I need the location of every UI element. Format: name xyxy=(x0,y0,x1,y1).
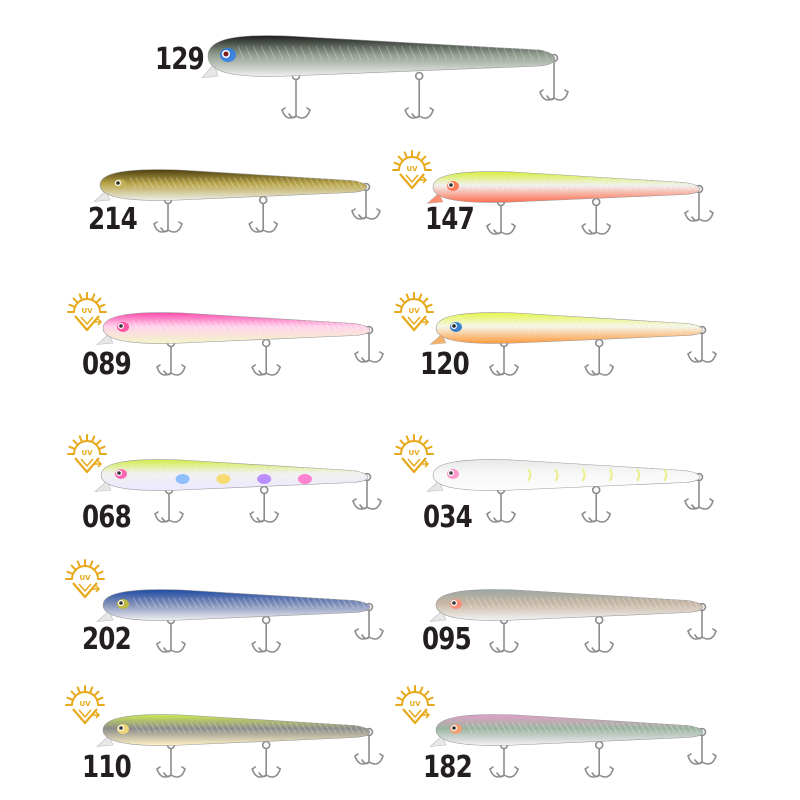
color-code-label: 202 xyxy=(82,622,132,657)
uv-badge-icon: UV xyxy=(394,434,434,474)
svg-text:UV: UV xyxy=(79,574,91,582)
lure-image xyxy=(93,169,381,233)
color-code-label: 129 xyxy=(155,42,205,77)
color-code-label: 182 xyxy=(423,750,473,785)
color-code-label: 068 xyxy=(82,500,132,535)
color-code-label: 147 xyxy=(425,202,475,237)
uv-badge-icon: UV xyxy=(392,150,432,190)
color-code-label: 214 xyxy=(88,202,138,237)
lure-image xyxy=(429,589,717,653)
lure-image xyxy=(94,459,382,523)
color-code-label: 034 xyxy=(423,500,473,535)
lure-image xyxy=(96,714,384,778)
uv-badge-icon: UV xyxy=(67,434,107,474)
lure-image xyxy=(426,459,714,523)
color-code-label: 110 xyxy=(82,750,132,785)
svg-text:UV: UV xyxy=(409,700,421,708)
svg-text:UV: UV xyxy=(79,700,91,708)
color-code-label: 089 xyxy=(82,347,132,382)
uv-badge-icon: UV xyxy=(394,292,434,332)
svg-text:UV: UV xyxy=(81,307,93,315)
lure-image xyxy=(96,312,384,376)
lure-image xyxy=(429,714,717,778)
lure-image xyxy=(201,35,569,119)
uv-badge-icon: UV xyxy=(65,559,105,599)
svg-text:UV: UV xyxy=(406,165,418,173)
svg-text:UV: UV xyxy=(81,449,93,457)
color-code-label: 095 xyxy=(422,622,472,657)
lure-image xyxy=(429,312,717,376)
color-code-label: 120 xyxy=(420,347,470,382)
uv-badge-icon: UV xyxy=(67,292,107,332)
uv-badge-icon: UV xyxy=(395,685,435,725)
lure-image xyxy=(426,171,714,235)
svg-text:UV: UV xyxy=(408,307,420,315)
uv-badge-icon: UV xyxy=(65,685,105,725)
svg-text:UV: UV xyxy=(408,449,420,457)
lure-image xyxy=(96,589,384,653)
